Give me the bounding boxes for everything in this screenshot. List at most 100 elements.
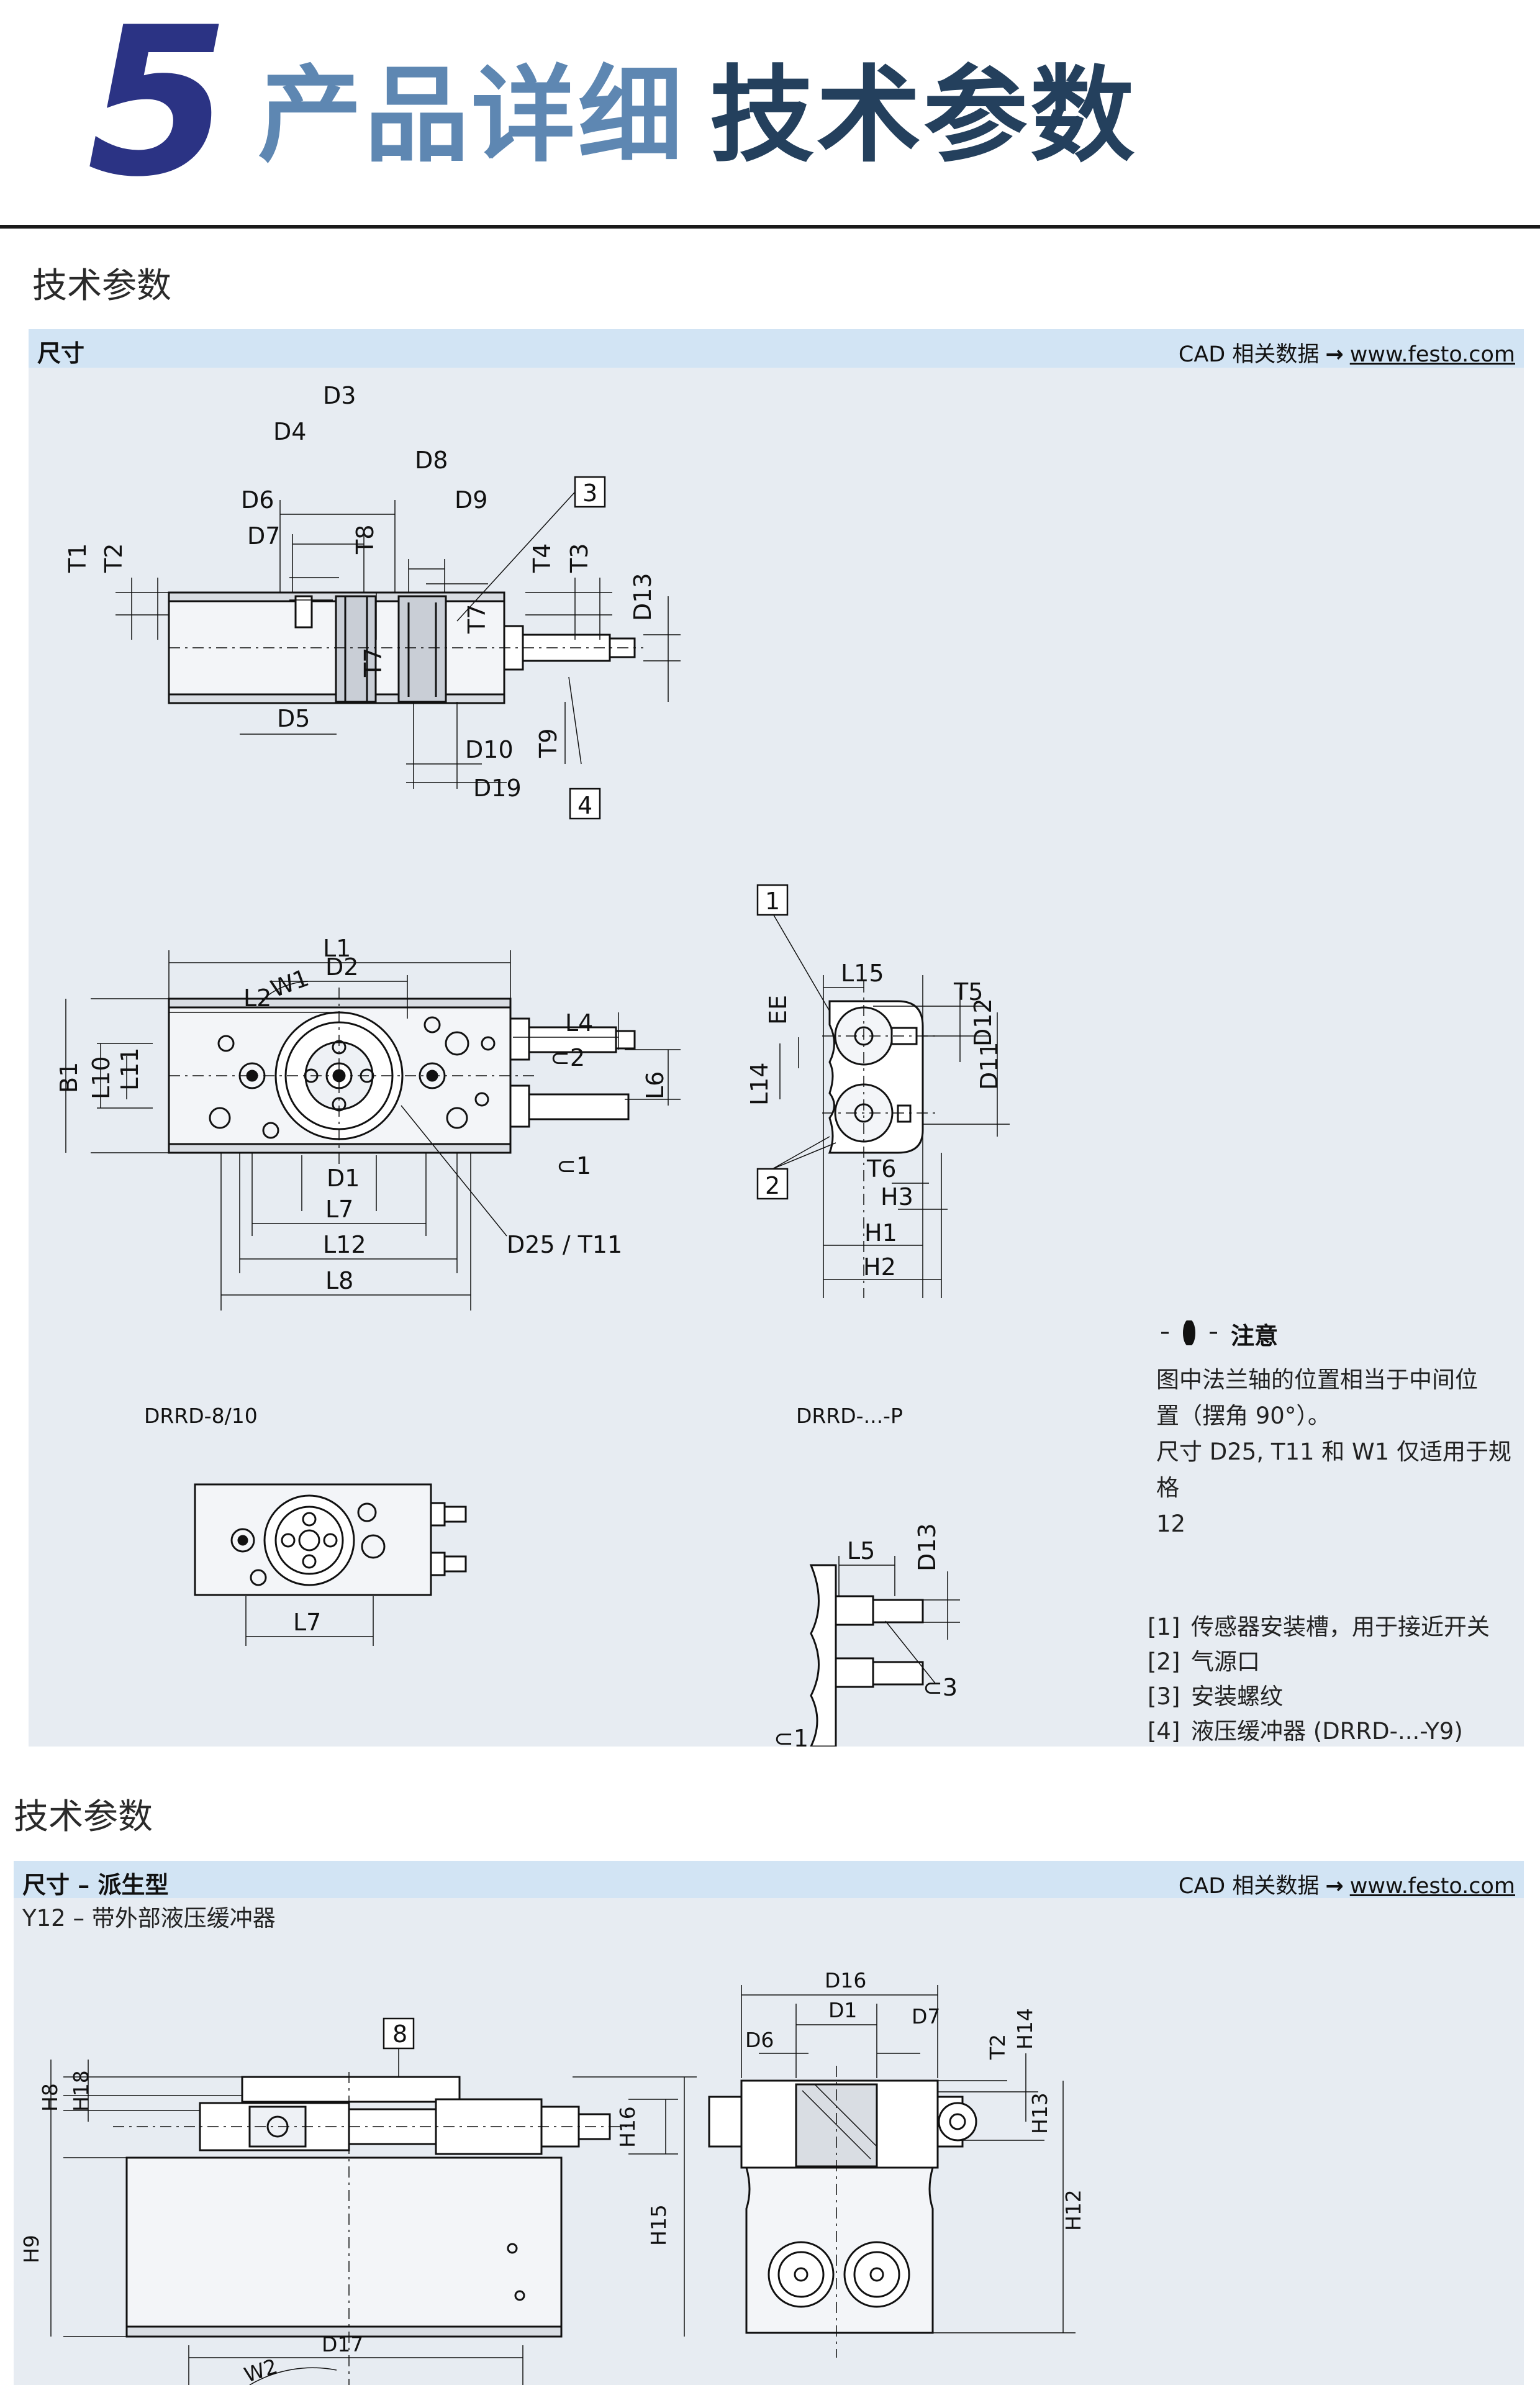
dim-H9: H9 xyxy=(19,2235,43,2263)
dim-D3: D3 xyxy=(323,382,356,409)
wrench-1-p: ⊂1 xyxy=(774,1725,808,1747)
legend-item: [3] 安装螺纹 xyxy=(1148,1679,1533,1714)
panel-title-bar: 尺寸 CAD 相关数据→www.festo.com xyxy=(29,329,1524,368)
wrench-2: ⊂2 xyxy=(550,1044,585,1071)
dim-D9: D9 xyxy=(455,486,487,514)
chapter-title-part1: 产品详细 xyxy=(258,53,685,176)
variant-dimensions-panel: 尺寸 – 派生型 CAD 相关数据→www.festo.com Y12 – 带外… xyxy=(14,1861,1524,2385)
variant-label-right: DRRD-...-P xyxy=(796,1404,903,1428)
note-line: 尺寸 D25, T11 和 W1 仅适用于规格 xyxy=(1156,1438,1511,1501)
dim-D12: D12 xyxy=(969,998,997,1047)
legend-text: 传感器安装槽，用于接近开关 xyxy=(1191,1614,1490,1640)
marker-2: 2 xyxy=(765,1172,780,1199)
dim-D7: D7 xyxy=(247,522,280,550)
dim-B1: B1 xyxy=(55,1062,83,1093)
dim-T8: T8 xyxy=(351,525,379,555)
dim-H12: H12 xyxy=(1061,2189,1085,2231)
dim-W2: W2 xyxy=(241,2354,280,2385)
legend-text: 安装螺纹 xyxy=(1191,1683,1283,1710)
dim-D6-y12: D6 xyxy=(745,2028,774,2052)
dim-L4: L4 xyxy=(565,1009,593,1037)
front-view-drawing xyxy=(65,950,681,1311)
dim-D8: D8 xyxy=(415,447,448,474)
dim-H13: H13 xyxy=(1028,2092,1052,2134)
dim-H15: H15 xyxy=(646,2204,671,2246)
note-title: 注意 xyxy=(1231,1322,1279,1350)
dim-L7-small: L7 xyxy=(293,1609,321,1636)
dim-D13-p: D13 xyxy=(913,1523,941,1571)
chapter-title: 产品详细技术参数 xyxy=(258,56,1137,174)
dim-D4: D4 xyxy=(273,418,306,445)
y12-end-drawing xyxy=(708,1985,1076,2358)
dim-D1-y12: D1 xyxy=(828,1998,857,2022)
cad-reference: CAD 相关数据→www.festo.com xyxy=(1179,337,1515,368)
top-view-drawing xyxy=(116,491,681,789)
dim-T5: T5 xyxy=(953,978,983,1006)
festo-link[interactable]: www.festo.com xyxy=(1349,342,1515,367)
panel-title-bar: 尺寸 – 派生型 CAD 相关数据→www.festo.com xyxy=(14,1861,1524,1899)
dim-H2: H2 xyxy=(863,1253,896,1281)
dimensions-panel: 尺寸 CAD 相关数据→www.festo.com xyxy=(29,329,1524,1747)
legend-item: [2] 气源口 xyxy=(1148,1645,1533,1679)
note-block: 注意 图中法兰轴的位置相当于中间位 置（摆角 90°）。 尺寸 D25, T11… xyxy=(1156,1317,1516,1542)
dim-H1: H1 xyxy=(864,1219,897,1247)
drawing-labels: D3 D4 D8 D6 D9 D7 T1 T2 T8 T4 T3 T7 T7 D… xyxy=(55,382,1003,1747)
wrench-3: ⊂3 xyxy=(923,1674,958,1701)
legend-list: [1] 传感器安装槽，用于接近开关 [2] 气源口 [3] 安装螺纹 [4] 液压缓冲器… xyxy=(1148,1610,1533,1749)
dim-H3: H3 xyxy=(881,1183,913,1211)
panel-title: 尺寸 – 派生型 xyxy=(22,1871,169,1899)
note-line: 12 xyxy=(1156,1510,1186,1537)
dim-L14: L14 xyxy=(746,1062,773,1106)
legend-text: 气源口 xyxy=(1191,1648,1260,1675)
dim-T7-upper: T7 xyxy=(463,604,491,634)
dim-L10: L10 xyxy=(88,1056,115,1099)
legend-num: [1] xyxy=(1148,1614,1180,1640)
dim-D5: D5 xyxy=(277,705,310,732)
dim-H18: H18 xyxy=(69,2070,93,2112)
marker-1: 1 xyxy=(765,888,780,915)
dim-T4: T4 xyxy=(528,543,556,573)
dim-L15: L15 xyxy=(841,960,884,987)
legend-num: [4] xyxy=(1148,1718,1180,1745)
dim-W1: W1 xyxy=(267,964,312,1002)
header-divider xyxy=(0,225,1540,229)
dim-T9: T9 xyxy=(535,729,562,758)
legend-num: [3] xyxy=(1148,1683,1180,1710)
technical-drawing-y12: 8 H8 H18 H9 H16 H15 D17 W2 D16 D1 D6 D7 … xyxy=(19,1968,1085,2385)
y12-labels: 8 H8 H18 H9 H16 H15 D17 W2 D16 D1 D6 D7 … xyxy=(19,1968,1085,2385)
dim-D7-y12: D7 xyxy=(912,2004,940,2028)
dim-L5: L5 xyxy=(847,1537,875,1565)
legend-item: [1] 传感器安装槽，用于接近开关 xyxy=(1148,1610,1533,1645)
section-heading-1: 技术参数 xyxy=(32,266,171,306)
dim-L1: L1 xyxy=(323,935,351,962)
dim-L8: L8 xyxy=(325,1267,353,1294)
cad-label: CAD 相关数据 xyxy=(1178,342,1320,367)
chapter-title-part2: 技术参数 xyxy=(710,53,1137,176)
dim-L7: L7 xyxy=(325,1196,353,1223)
p-view-drawing xyxy=(809,1556,960,1747)
dim-EE: EE xyxy=(764,995,792,1025)
dim-H8: H8 xyxy=(38,2083,62,2112)
festo-link[interactable]: www.festo.com xyxy=(1349,1874,1515,1899)
variant-label-left: DRRD-8/10 xyxy=(144,1404,258,1428)
dim-T2: T2 xyxy=(100,543,127,573)
small-view-drawing xyxy=(194,1483,467,1646)
dim-D13: D13 xyxy=(629,573,656,621)
dim-D19: D19 xyxy=(473,775,522,802)
legend-num: [2] xyxy=(1148,1648,1180,1675)
dim-T1: T1 xyxy=(64,543,91,573)
y12-side-drawing xyxy=(50,2047,697,2385)
dim-L11: L11 xyxy=(116,1047,143,1091)
legend-text: 液压缓冲器 (DRRD-...-Y9) xyxy=(1191,1718,1463,1745)
dim-D11: D11 xyxy=(976,1042,1003,1090)
note-line: 图中法兰轴的位置相当于中间位 xyxy=(1156,1366,1478,1393)
section-heading-2: 技术参数 xyxy=(14,1797,153,1837)
marker-8: 8 xyxy=(392,2020,407,2048)
legend-item: [4] 液压缓冲器 (DRRD-...-Y9) xyxy=(1148,1714,1533,1749)
dim-D16: D16 xyxy=(825,1968,866,1992)
dim-T6: T6 xyxy=(866,1155,896,1183)
dim-D25-T11: D25 / T11 xyxy=(507,1231,622,1258)
dim-H16: H16 xyxy=(615,2106,640,2148)
dim-T2-y12: T2 xyxy=(985,2034,1010,2060)
note-text: 图中法兰轴的位置相当于中间位 置（摆角 90°）。 尺寸 D25, T11 和 … xyxy=(1156,1362,1516,1542)
